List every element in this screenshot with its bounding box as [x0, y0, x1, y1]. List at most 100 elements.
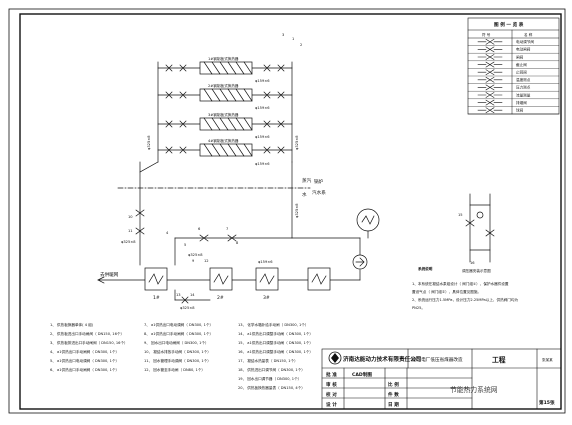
part-item: 20、 供热板换热器量表（ DN150, 4个）: [238, 385, 305, 390]
note-line: 2、系统运行压力1.5MPa，设计压力2.25MPa以上，供热阀门均为: [412, 297, 518, 302]
callout: 12: [204, 259, 209, 263]
callout: 8: [236, 241, 239, 245]
part-item: 8、 a1供热出口手动闸阀（ DN300, 1个）: [144, 331, 213, 336]
boiler-sub-label: 汽水系: [312, 189, 326, 196]
callout: 11: [128, 229, 133, 233]
callout: 14: [190, 293, 195, 297]
system-notes: 系统说明 1、本系统在凝结水泵组设计（ 阀门组①）、保护水器件设置 置设气点（ …: [412, 266, 518, 310]
part-item: 6、 a1供热出口手动闸阀（ DN300, 1个）: [50, 367, 119, 372]
pipe-label: φ325×8: [147, 135, 151, 150]
heater-label: 2#: [217, 295, 224, 301]
callout: 16: [470, 261, 475, 265]
exchanger-row-4: [157, 143, 293, 157]
row-label: 校 对: [326, 391, 337, 398]
callout: 3: [282, 33, 284, 37]
legend-symbol-icon: [477, 38, 503, 45]
exchanger-row-3: [157, 117, 293, 131]
part-item: 19、 回水出口调节器（ DN300, 1个）: [238, 376, 301, 381]
parts-list: 1、 供热板换器单体( 4 组) 2、 供热板进出口手动闸阀（ DN150, 1…: [50, 322, 313, 390]
legend-symbol-icon: [477, 92, 503, 98]
callout: 5: [184, 243, 186, 247]
steam-label: 蒸汽: [302, 177, 312, 184]
inner-frame: [19, 13, 562, 410]
project-name: 德江电厂低压省煤器改造: [412, 356, 463, 363]
callout: 15: [458, 213, 463, 217]
pipe-label: φ325×8: [188, 253, 203, 257]
part-item: 3、 供热板排进出口手动闸阀（ DN150, 16个）: [50, 340, 128, 345]
legend-item-name: 闸阀: [516, 54, 524, 59]
legend-item-name: 温度测点: [516, 77, 531, 82]
exchanger-row-2: [157, 88, 293, 102]
company-name: 济南达能动力技术有限责任公司: [343, 355, 422, 363]
callout: 9: [192, 259, 195, 263]
legend-item-name: 电动调节阀: [516, 39, 534, 44]
part-item: 16、 a1供热出口调整手动闸（ DN300, 1个）: [238, 349, 313, 354]
regulator-detail: [465, 193, 495, 263]
sheet-number: 第15张: [539, 399, 555, 406]
legend-title: 图 例 一 览 表: [494, 21, 524, 28]
legend-item-name: 电动闸阀: [516, 47, 531, 52]
pipe-label: φ159×6: [255, 106, 270, 110]
water-label: 水: [302, 191, 307, 198]
part-item: 12、 回水管至手动闸（ DN80, 1个）: [144, 367, 205, 372]
legend-item-name: 止回阀: [516, 70, 527, 75]
callout: 4: [166, 231, 169, 235]
heater-label: 3#: [263, 295, 270, 301]
detail-caption: 调压器安装示意图: [462, 268, 491, 273]
callout: 10: [128, 215, 133, 219]
legend-item-name: 排烟阀: [516, 100, 527, 105]
outer-frame: [8, 8, 566, 414]
seal-text: 张某某: [542, 357, 553, 362]
heater-label: 1#: [153, 295, 160, 301]
pipe-label: φ159×6: [258, 260, 273, 264]
pipe-label: φ159×6: [255, 162, 270, 166]
field-label: 件 数: [388, 391, 399, 398]
legend-item-name: 压力测点: [516, 85, 531, 90]
pipe-label: φ159×6: [255, 135, 270, 139]
legend-symbol-icon: [477, 107, 503, 114]
part-item: 18、 供热进出口调节阀（ DN300, 1个）: [238, 367, 305, 372]
callout: 13: [176, 293, 181, 297]
legend-symbol-icon: [477, 99, 503, 106]
legend-symbol-icon: [477, 61, 503, 68]
pipe-label: φ325×8: [295, 135, 299, 150]
legend-col-symbol: 符 号: [482, 32, 491, 37]
row-label: 设 计: [326, 401, 337, 408]
part-item: 11、 回水管理手动调阀（ DN300, 1个）: [144, 358, 211, 363]
note-line: PN25。: [412, 306, 425, 310]
part-item: 17、 凝结水热量表（ DN150, 1个）: [238, 358, 298, 363]
part-item: 14、 a1供热出口调整手动闸（ DN300, 1个）: [238, 331, 313, 336]
heater-group: [144, 267, 331, 291]
title-block: 济南达能动力技术有限责任公司 德江电厂低压省煤器改造 工程 张某某 CAD制图 …: [321, 348, 562, 410]
pipe-label: φ325×8: [295, 203, 299, 218]
drawing-type: CAD制图: [352, 371, 372, 378]
heat-exchanger-schematic: [97, 61, 495, 304]
legend-item-name: 流量测量: [516, 92, 531, 97]
watermark: 节能热力系统网: [450, 385, 498, 394]
legend-symbol-icon: [477, 69, 503, 76]
legend-item-name: 截止阀: [516, 62, 527, 67]
notes-title: 系统说明: [418, 266, 433, 271]
row-label: 批 准: [326, 371, 337, 378]
boiler-label: 锅炉: [314, 178, 324, 185]
part-item: 2、 供热板进出口手动闸阀（ DN150, 16个）: [50, 331, 124, 336]
part-item: 13、 化学水箱补给手动闸（ DN300, 1个）: [238, 322, 308, 327]
field-label: 比 例: [388, 381, 399, 388]
exchanger-label: 2#钢制板式换热器: [208, 83, 239, 88]
note-line: 置设气点（ 阀门组②），具体位置见图施。: [412, 289, 481, 294]
exchanger-label: 3#钢制板式换热器: [208, 112, 239, 117]
part-item: 10、 凝结水排放手动阀（ DN300, 1个）: [144, 349, 211, 354]
legend-symbol-icon: [477, 46, 503, 53]
part-item: 5、 a1供热出口电动调阀（ DN300, 1个）: [50, 358, 119, 363]
pipe-label: φ325×8: [180, 306, 195, 310]
exchanger-label: 4#钢制板式换热器: [208, 138, 239, 143]
schematic-text: 1#钢制板式换热器 2#钢制板式换热器 3#钢制板式换热器 4#钢制板式换热器 …: [100, 33, 491, 310]
legend-symbol-icon: [477, 76, 503, 83]
part-item: 1、 供热板换器单体( 4 组): [50, 322, 94, 327]
callout: 2: [300, 43, 302, 47]
row-label: 审 核: [326, 381, 337, 388]
part-item: 9、 回水出口电动闸阀（ DN300, 1个）: [144, 340, 209, 345]
part-item: 7、 a1供热出口电动调阀（ DN300, 1个）: [144, 322, 213, 327]
